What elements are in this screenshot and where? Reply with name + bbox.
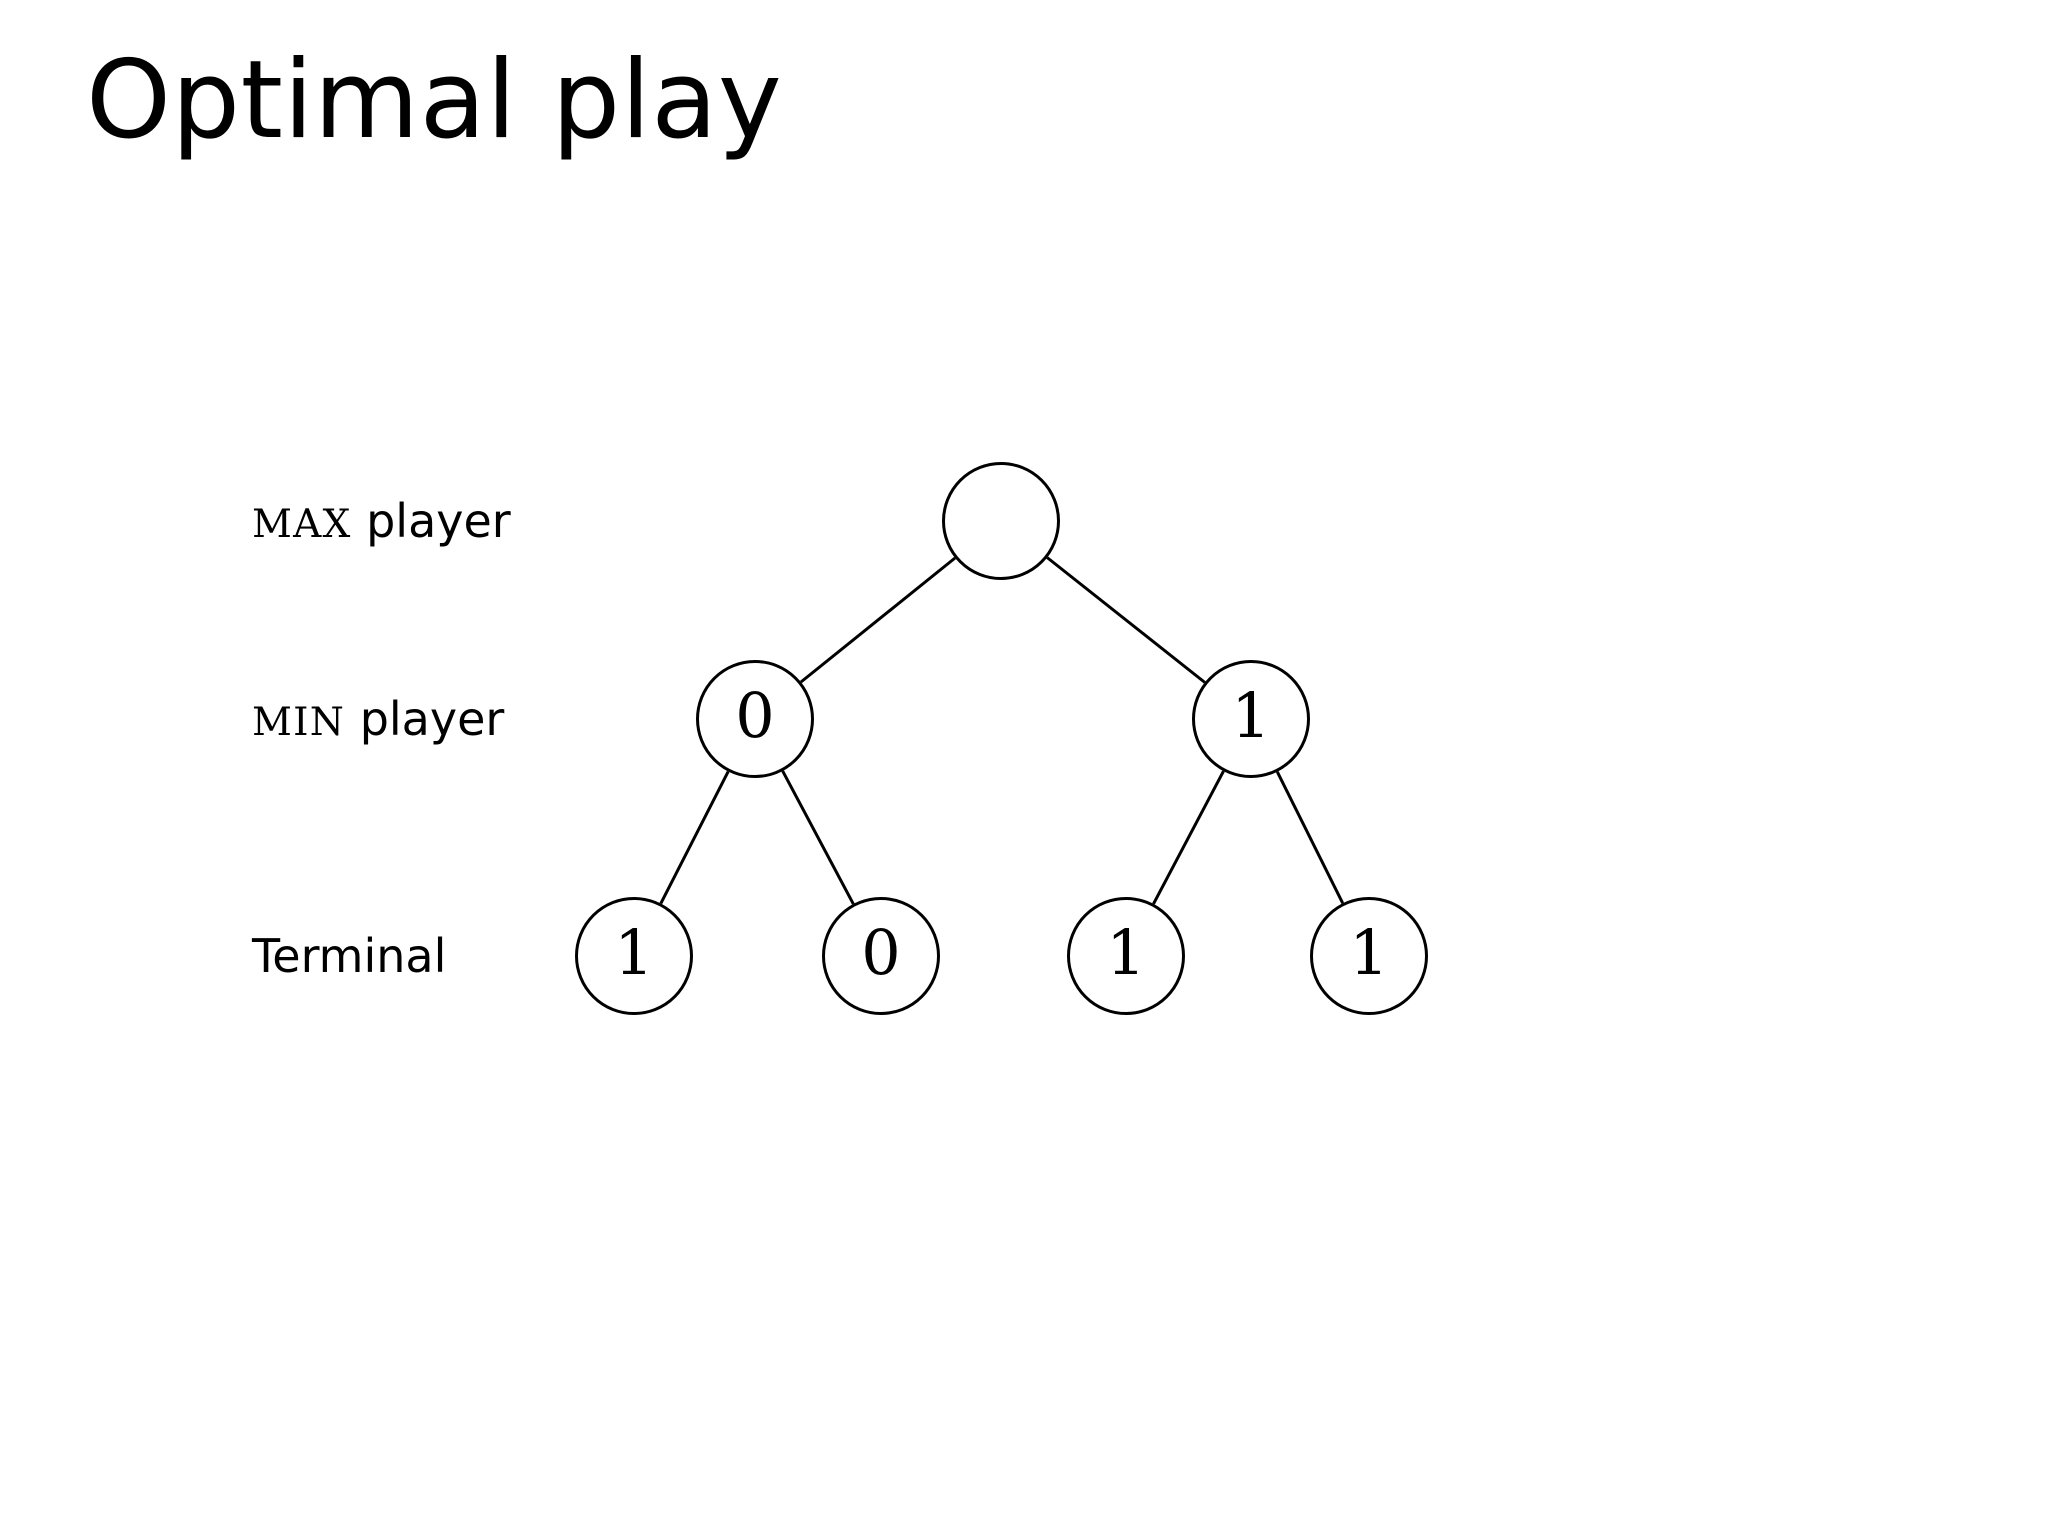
tree-node-value: 1 [1231, 679, 1271, 752]
tree-edge-min-r-t4 [1275, 771, 1345, 904]
tree-node-value: 1 [614, 916, 654, 989]
row-label-max-player: MAX player [252, 498, 511, 544]
page-title: Optimal play [86, 38, 783, 163]
row-label-min-player: MIN player [252, 696, 504, 742]
tree-node-value: 0 [861, 916, 901, 989]
tree-node-t3: 1 [1067, 897, 1185, 1015]
tree-edge-root-min-l [800, 556, 956, 684]
tree-edge-root-min-r [1046, 556, 1206, 684]
tree-node-root [942, 462, 1060, 580]
tree-edge-min-r-t3 [1152, 770, 1225, 905]
row-label-min-text: player [345, 692, 505, 746]
row-label-min-smallcaps: MIN [252, 700, 346, 745]
tree-node-value: 1 [1349, 916, 1389, 989]
tree-node-min-r: 1 [1192, 660, 1310, 778]
tree-node-value: 0 [735, 679, 775, 752]
row-label-terminal: Terminal [252, 933, 446, 979]
tree-node-value: 1 [1106, 916, 1146, 989]
tree-node-min-l: 0 [696, 660, 814, 778]
tree-node-t2: 0 [822, 897, 940, 1015]
tree-edge-min-l-t2 [781, 770, 855, 905]
row-label-max-smallcaps: MAX [252, 502, 352, 547]
tree-edge-min-l-t1 [659, 770, 730, 905]
row-label-max-text: player [351, 494, 511, 548]
row-label-terminal-text: Terminal [252, 929, 447, 983]
tree-node-t4: 1 [1310, 897, 1428, 1015]
tree-node-t1: 1 [575, 897, 693, 1015]
